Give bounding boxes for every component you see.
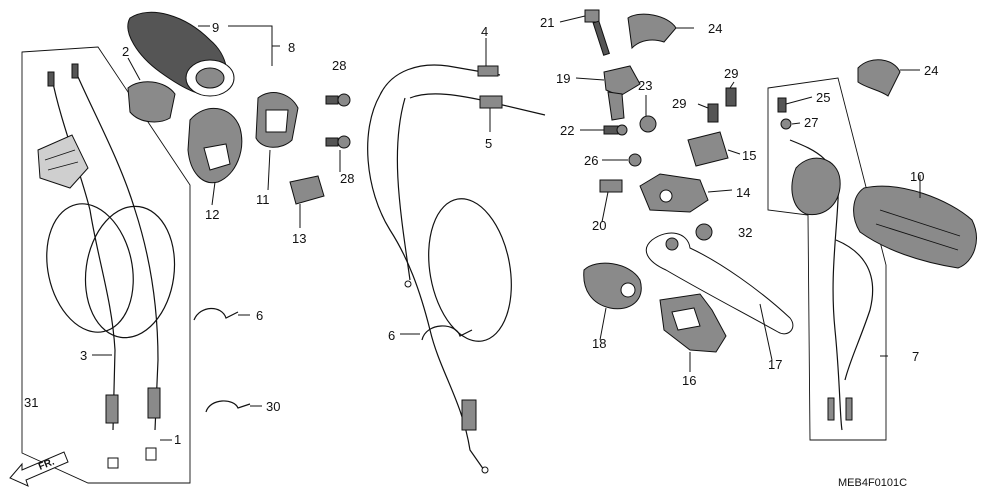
washer-27 (780, 118, 792, 130)
part-number-11: 11 (256, 192, 270, 207)
part-number-20: 20 (592, 218, 606, 233)
part-number-13: 13 (292, 231, 306, 246)
part-number-31: 31 (24, 395, 38, 410)
lever-holder-19 (603, 65, 641, 121)
throttle-grip (127, 11, 235, 97)
part-number-17: 17 (768, 357, 782, 372)
part-number-16: 16 (682, 373, 696, 388)
part-number-22: 22 (560, 123, 574, 138)
part-number-8: 8 (288, 40, 295, 55)
part-number-3: 3 (80, 348, 87, 363)
collar-32 (695, 223, 713, 241)
throttle-cable-assembly (46, 63, 176, 469)
throttle-group-boundary (21, 46, 191, 484)
part-number-25: 25 (816, 90, 830, 105)
part-number-29-left: 29 (672, 96, 686, 111)
part-number-10: 10 (910, 169, 924, 184)
bolt-pair-28 (325, 93, 351, 149)
part-number-labels: 1 2 3 4 5 6 6 7 8 9 10 11 12 13 14 15 16… (24, 15, 938, 447)
nut-26 (628, 153, 642, 167)
cable-strap-24-right (857, 59, 901, 97)
part-number-5: 5 (485, 136, 492, 151)
switch-18 (583, 262, 642, 310)
cable-clip-30 (205, 400, 251, 413)
throttle-grip-cover (127, 81, 176, 123)
part-number-28-bottom: 28 (340, 171, 354, 186)
screw-25 (777, 97, 787, 113)
part-number-24-right: 24 (924, 63, 938, 78)
cable-clip-left (193, 307, 239, 321)
leader-lines (92, 15, 921, 441)
adjuster-20 (599, 179, 623, 193)
left-grip-10 (853, 185, 977, 269)
screw-pair-29 (707, 87, 737, 123)
part-number-29-right: 29 (724, 66, 738, 81)
part-number-6-center: 6 (388, 328, 395, 343)
part-number-2: 2 (122, 44, 129, 59)
clutch-lever-17 (645, 232, 794, 335)
part-number-7: 7 (912, 349, 919, 364)
housing-bracket (255, 92, 299, 148)
cable-strap-24-top (627, 13, 677, 50)
part-number-30: 30 (266, 399, 280, 414)
drawing-code: MEB4F0101C (838, 477, 907, 489)
clutch-cable-assembly (367, 64, 546, 474)
small-clamp (289, 175, 325, 205)
part-number-14: 14 (736, 185, 750, 200)
arrow-icon (9, 451, 69, 487)
part-number-12: 12 (205, 207, 219, 222)
part-number-23: 23 (638, 78, 652, 93)
nut-23 (639, 115, 657, 133)
bolt-22 (603, 124, 628, 136)
hot-start-cable-7 (789, 139, 874, 431)
part-number-15: 15 (742, 148, 756, 163)
part-number-19: 19 (556, 71, 570, 86)
pivot-bolt-21 (584, 9, 610, 56)
part-number-4: 4 (481, 24, 488, 39)
part-number-21: 21 (540, 15, 554, 30)
lever-bracket-14 (639, 173, 709, 213)
part-number-24-top: 24 (708, 21, 722, 36)
clamp-15 (687, 131, 729, 167)
cable-clip-center (421, 325, 473, 341)
part-number-1: 1 (174, 432, 181, 447)
throttle-cover-boot (37, 134, 89, 189)
part-number-18: 18 (592, 336, 606, 351)
hot-start-lever-16 (659, 293, 727, 353)
part-number-26: 26 (584, 153, 598, 168)
part-number-32: 32 (738, 225, 752, 240)
part-number-27: 27 (804, 115, 818, 130)
front-direction-arrow: FR. (9, 451, 69, 487)
part-number-9: 9 (212, 20, 219, 35)
throttle-housing (187, 107, 243, 184)
hotstart-group-boundary (767, 77, 887, 441)
part-number-28-top: 28 (332, 58, 346, 73)
part-number-6-left: 6 (256, 308, 263, 323)
